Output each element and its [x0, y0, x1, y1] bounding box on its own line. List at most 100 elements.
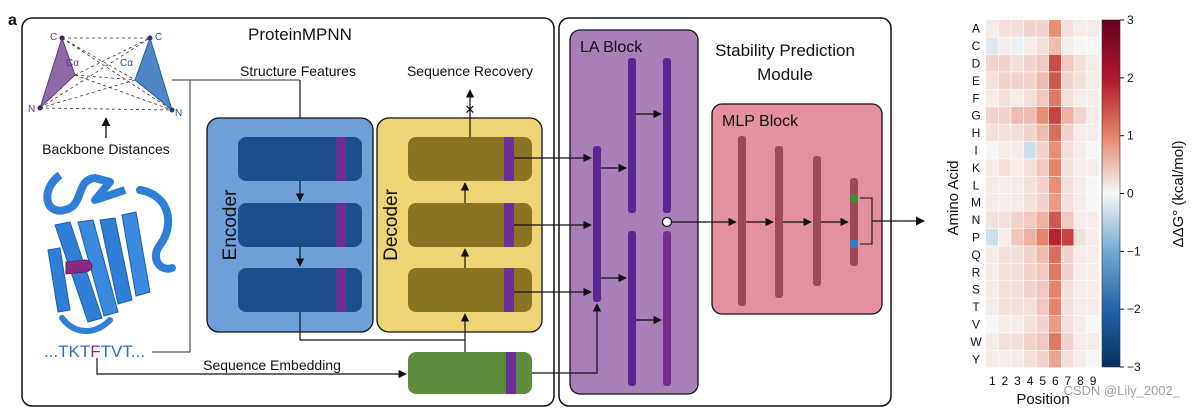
heatmap-cell-A-8 [1074, 20, 1087, 37]
la-bar-upper-left [628, 58, 636, 213]
y-tick-P: P [972, 231, 980, 245]
la-product-node [661, 216, 673, 228]
heatmap-cell-Y-3 [1011, 350, 1024, 368]
heatmap-cell-E-4 [1023, 72, 1036, 89]
heatmap-cell-T-9 [1086, 298, 1099, 316]
seq-prefix: ...TKT [44, 342, 90, 361]
heatmap-cell-F-3 [1011, 89, 1024, 107]
sequence-recovery-cross-icon: ✕ [465, 102, 476, 117]
heatmap-cell-K-9 [1086, 159, 1099, 176]
heatmap-cell-Q-2 [998, 246, 1011, 263]
y-tick-N: N [972, 213, 981, 227]
heatmap [986, 20, 1099, 368]
stability-title-line1: Stability Prediction [715, 41, 855, 60]
x-tick-5: 5 [1039, 374, 1046, 388]
heatmap-cell-L-7 [1061, 176, 1074, 194]
heatmap-cell-M-6 [1049, 194, 1061, 211]
heatmap-cell-K-8 [1074, 159, 1087, 176]
sequence-embedding-arrow [96, 358, 407, 379]
heatmap-cell-R-7 [1061, 263, 1074, 281]
heatmap-cell-R-5 [1036, 263, 1049, 281]
heatmap-cell-Y-7 [1061, 350, 1074, 368]
y-tick-Y: Y [972, 352, 980, 366]
mlp-bar-3 [813, 156, 821, 286]
heatmap-cell-H-9 [1086, 124, 1099, 142]
y-tick-W: W [970, 335, 982, 349]
heatmap-cell-H-5 [1036, 124, 1049, 142]
heatmap-cell-P-4 [1023, 228, 1036, 246]
heatmap-cell-L-3 [1011, 176, 1024, 194]
heatmap-cell-E-6 [1049, 72, 1061, 89]
heatmap-cell-V-3 [1011, 315, 1024, 333]
heatmap-cell-E-2 [998, 72, 1011, 89]
y-tick-L: L [973, 178, 980, 192]
atom-c-left: C [50, 32, 57, 43]
y-tick-E: E [972, 74, 980, 88]
heatmap-cell-V-6 [1049, 315, 1061, 333]
heatmap-cell-G-5 [1036, 107, 1049, 124]
heatmap-cell-D-8 [1074, 54, 1087, 72]
heatmap-cell-W-4 [1023, 333, 1036, 350]
heatmap-cell-K-5 [1036, 159, 1049, 176]
heatmap-cell-V-2 [998, 315, 1011, 333]
heatmap-cell-K-2 [998, 159, 1011, 176]
heatmap-cell-E-3 [1011, 72, 1024, 89]
heatmap-cell-W-6 [1049, 333, 1061, 350]
seq-highlight: F [90, 342, 100, 361]
mlp-bar-1 [738, 136, 746, 306]
heatmap-cell-T-3 [1011, 298, 1024, 316]
atom-n-right: N [175, 108, 182, 119]
heatmap-cell-K-4 [1023, 159, 1036, 176]
y-tick-A: A [972, 22, 980, 36]
heatmap-cell-D-5 [1036, 54, 1049, 72]
heatmap-cell-V-8 [1074, 315, 1087, 333]
heatmap-cell-T-8 [1074, 298, 1087, 316]
heatmap-cell-S-5 [1036, 281, 1049, 298]
mlp-block-panel [711, 103, 883, 315]
heatmap-cell-Q-9 [1086, 246, 1099, 263]
decoder-layer-3 [408, 268, 532, 312]
left-residue-triangle [38, 36, 76, 110]
y-tick-V: V [972, 318, 980, 332]
heatmap-cell-Q-1 [986, 246, 998, 263]
y-tick-F: F [972, 91, 979, 105]
heatmap-cell-S-4 [1023, 281, 1036, 298]
heatmap-cell-P-7 [1061, 228, 1074, 246]
heatmap-cell-Q-5 [1036, 246, 1049, 263]
heatmap-cell-W-1 [986, 333, 998, 350]
colorbar-tick-label: 1 [1127, 129, 1134, 143]
sequence-recovery-label: Sequence Recovery [407, 63, 533, 79]
mlp-bar-output [850, 178, 858, 266]
heatmap-cell-H-8 [1074, 124, 1087, 142]
heatmap-cell-F-1 [986, 89, 998, 107]
heatmap-cell-G-2 [998, 107, 1011, 124]
heatmap-cell-C-1 [986, 37, 998, 55]
y-tick-G: G [971, 109, 980, 123]
heatmap-cell-S-1 [986, 281, 998, 298]
heatmap-cell-L-9 [1086, 176, 1099, 194]
heatmap-cell-V-1 [986, 315, 998, 333]
heatmap-cell-H-6 [1049, 124, 1061, 142]
heatmap-cell-I-3 [1011, 141, 1024, 159]
mlp-bar-2 [775, 146, 783, 298]
heatmap-cell-S-6 [1049, 281, 1061, 298]
heatmap-cell-N-8 [1074, 211, 1087, 229]
stability-title-line2: Module [757, 65, 813, 84]
mlp-output-node-green [850, 194, 858, 202]
heatmap-cell-S-7 [1061, 281, 1074, 298]
heatmap-cell-A-5 [1036, 20, 1049, 37]
heatmap-cell-R-1 [986, 263, 998, 281]
heatmap-cell-N-9 [1086, 211, 1099, 229]
heatmap-cell-K-6 [1049, 159, 1061, 176]
heatmap-cell-C-6 [1049, 37, 1061, 55]
heatmap-cell-P-9 [1086, 228, 1099, 246]
la-bar-upper-right [663, 58, 671, 213]
y-tick-D: D [972, 57, 981, 71]
heatmap-cell-F-7 [1061, 89, 1074, 107]
heatmap-cell-G-1 [986, 107, 998, 124]
atom-ca-left: Cα [66, 58, 79, 69]
heatmap-cell-L-6 [1049, 176, 1061, 194]
heatmap-cell-A-2 [998, 20, 1011, 37]
